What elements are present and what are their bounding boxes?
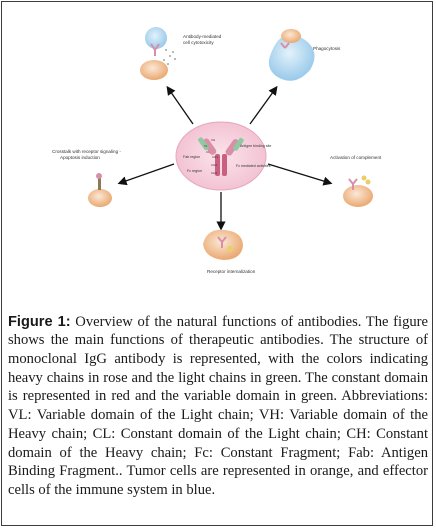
- cl-label: CL: [206, 150, 210, 154]
- adcc-label: Antibody-mediated cell cytotoxicity: [183, 34, 223, 45]
- arrow-to-adcc: [166, 85, 194, 125]
- arrow-to-complement: [267, 163, 333, 186]
- phagocytosis-panel: Phagocytosis: [268, 29, 341, 81]
- adcc-panel: Antibody-mediated cell cytotoxicity: [140, 27, 223, 80]
- antibody-icon: [198, 137, 244, 176]
- phagocytosis-label: Phagocytosis: [313, 46, 341, 51]
- vl-label: VL: [204, 144, 208, 148]
- crosstalk-panel: Crosstalk with receptor signaling - Apop…: [52, 149, 122, 207]
- arrow-to-crosstalk: [117, 163, 175, 186]
- vh-label: VH: [211, 138, 215, 142]
- arrows: [117, 85, 333, 231]
- antibody-functions-diagram: Fab region Fc region Antigen binding sit…: [8, 6, 432, 292]
- caption-text: Overview of the natural functions of ant…: [8, 313, 428, 498]
- ch3-label: CH3: [211, 171, 217, 175]
- crosstalk-label: Crosstalk with receptor signaling - Apop…: [52, 149, 122, 160]
- fc-mediated-activities-label: Fc mediated activities: [236, 164, 271, 168]
- ch2-label: CH2: [211, 163, 217, 167]
- internalization-panel: Receptor internalization: [203, 229, 256, 274]
- antigen-binding-site-label: Antigen binding site: [240, 144, 271, 148]
- complement-label: Activation of complement: [330, 155, 382, 160]
- ch1-label: CH1: [212, 155, 218, 159]
- central-igg-structure: Fab region Fc region Antigen binding sit…: [175, 121, 271, 191]
- internalization-label: Receptor internalization: [207, 269, 256, 274]
- fc-region-label: Fc region: [187, 169, 202, 173]
- figure-caption: Figure 1: Overview of the natural functi…: [8, 313, 428, 500]
- caption-label: Figure 1:: [8, 313, 71, 330]
- complement-panel: Activation of complement: [330, 155, 382, 207]
- fab-region-label: Fab region: [183, 155, 200, 159]
- granule-dots: [163, 49, 176, 65]
- arrow-to-phagocytosis: [249, 85, 278, 125]
